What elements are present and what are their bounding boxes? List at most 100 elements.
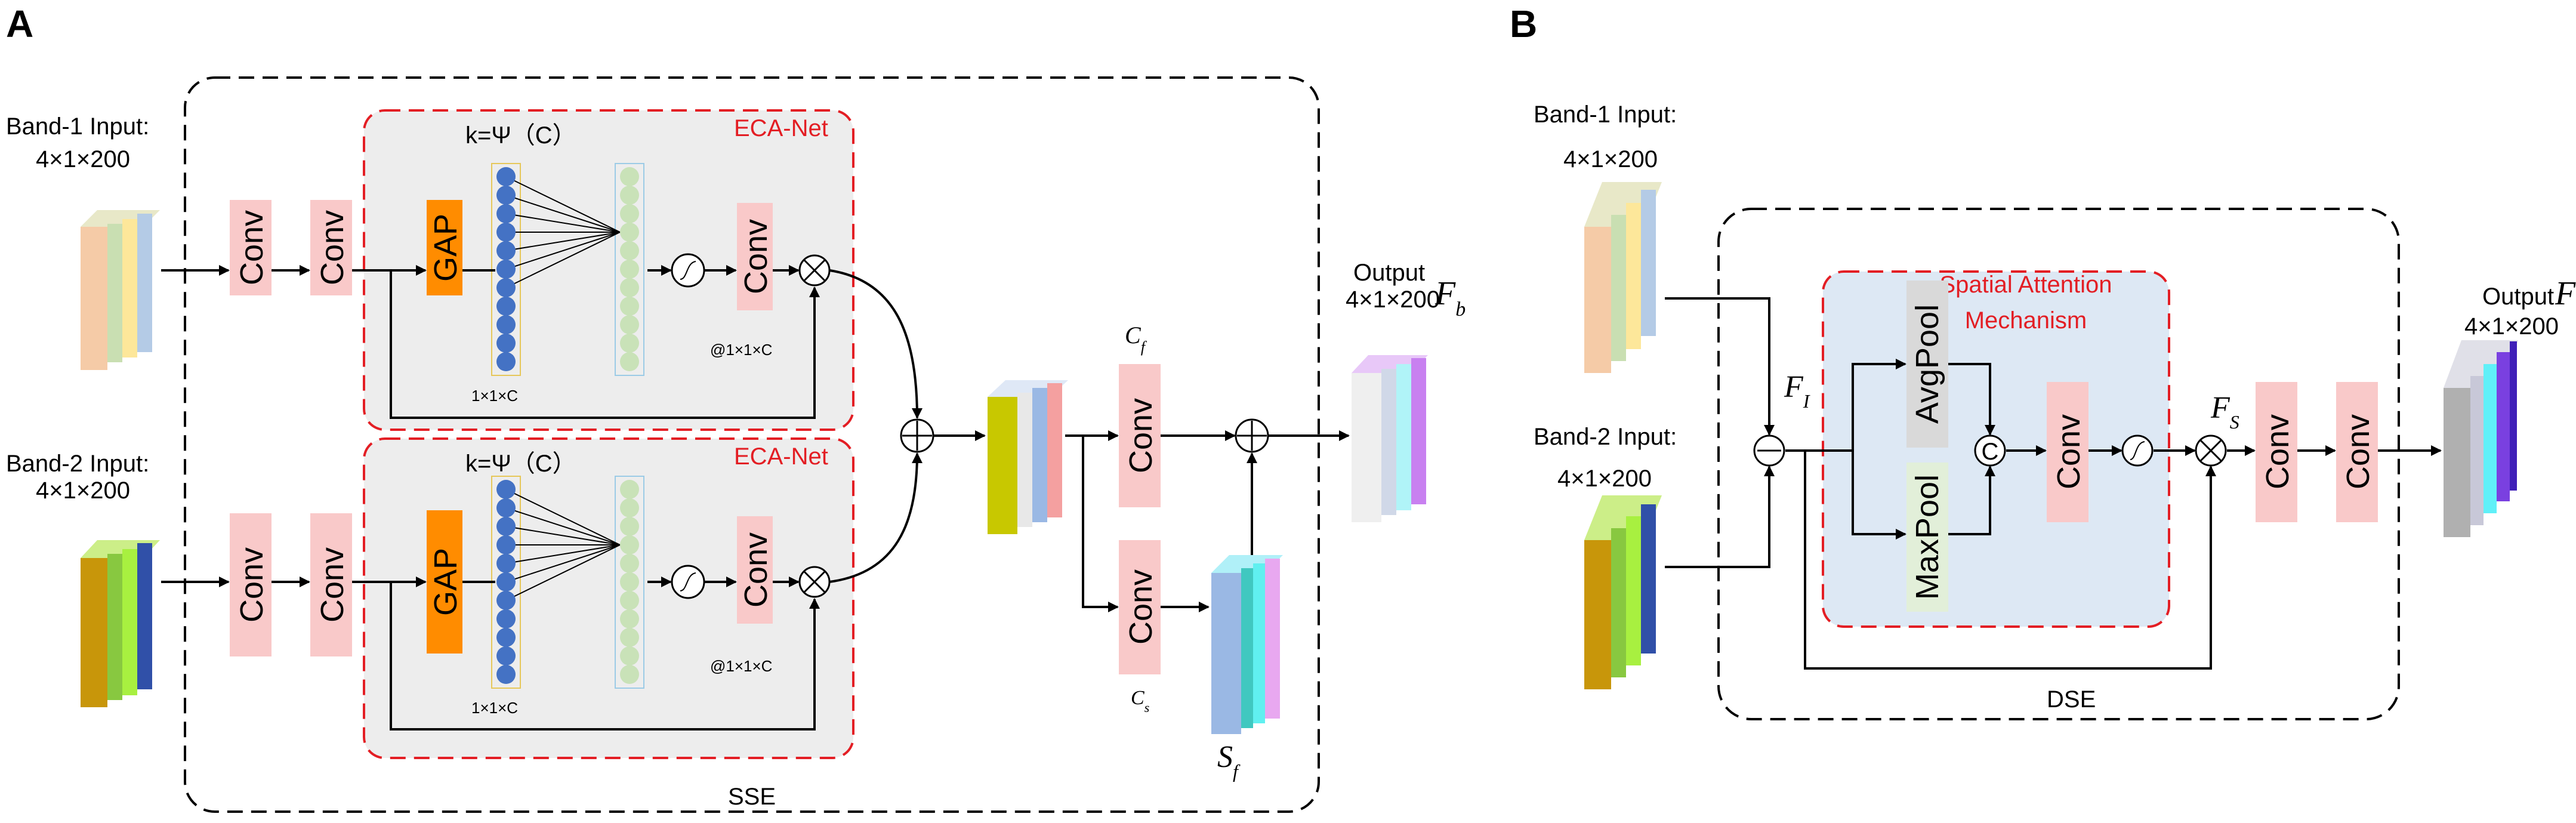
svg-text:Conv: Conv [1123,398,1159,473]
eca-nodes-bottom [491,476,644,689]
weight-node [620,334,639,353]
feature-node [496,646,516,665]
b-band2-input-dims: 4×1×200 [1557,466,1652,492]
maxpool-block: MaxPool [1906,463,1948,612]
svg-text:Conv: Conv [2340,414,2376,489]
feature-node [496,315,516,334]
kernel-formula-bottom: k=Ψ（C） [465,451,576,477]
feature-node [496,498,516,517]
output-stack-b [2444,340,2518,537]
weight-node [620,665,639,684]
feature-node [496,554,516,573]
subtract-icon [1753,434,1785,467]
output-label-a: Output [1353,260,1425,286]
panel-a-letter: A [6,2,33,45]
dim-1x1xc-top: 1×1×C [471,387,518,405]
node-connection [505,213,621,233]
merged-feature-stack [988,380,1068,534]
b-band2-input-label: Band-2 Input: [1534,424,1677,450]
conv-a1-top: Conv [230,200,272,295]
node-connection [505,489,621,545]
weight-node [620,554,639,573]
band1-input-label: Band-1 Input: [6,113,149,140]
sse-label: SSE [728,784,776,810]
b-band1-input-stack [1584,182,1662,373]
svg-text:Conv: Conv [738,219,774,294]
feature-node [496,480,516,499]
weight-node [620,278,639,297]
feature-node [496,204,516,223]
weight-node [620,315,639,334]
dse-boundary [1717,208,2400,720]
feature-node [496,186,516,205]
b-band1-input-label: Band-1 Input: [1534,101,1677,128]
node-connection [505,232,621,251]
svg-text:Conv: Conv [314,210,350,285]
weight-node [620,480,639,499]
band2-input-label: Band-2 Input: [6,451,149,477]
weight-node [620,628,639,647]
sam-conv: Conv [2047,382,2088,522]
weight-node [620,223,639,242]
svg-text:Conv: Conv [2051,414,2087,489]
feature-node [496,609,516,628]
weight-node [620,241,639,260]
eca-net-bottom [363,437,854,759]
weight-node [620,591,639,610]
sam-label-1: Spatial Attention [1939,272,2112,298]
node-connection [505,232,621,288]
feature-node [496,241,516,260]
feature-node [496,297,516,316]
weight-node [620,352,639,371]
eca-conv-bottom: Conv [737,516,774,624]
svg-text:GAP: GAP [428,548,464,616]
band2-input-dims: 4×1×200 [36,477,130,504]
svg-text:Conv: Conv [1123,569,1159,645]
node-connection [505,526,621,545]
node-column-frame [615,476,644,689]
cs-label: Cs [1131,687,1149,715]
svg-text:Conv: Conv [2260,414,2296,489]
fs-label: FS [2210,391,2239,433]
weight-node [620,535,639,554]
feature-node [496,572,516,591]
weight-node [620,517,639,536]
weight-node [620,260,639,279]
panel-a: A Band-1 Input: 4×1×200 Band-2 Input: 4×… [6,2,1466,813]
fb-label: Fb [1434,275,1466,320]
weight-node [620,572,639,591]
svg-text:Conv: Conv [314,547,350,622]
multiply-icon-top [798,254,831,286]
svg-text:Conv: Conv [234,547,270,622]
svg-text:MaxPool: MaxPool [1909,474,1945,600]
sam-label-2: Mechanism [1965,307,2087,334]
node-connection [505,544,621,582]
multiply-icon-b [2195,434,2227,467]
feature-node [496,665,516,684]
sf-label: Sf [1217,740,1241,782]
svg-text:C: C [1982,439,1999,465]
output-label-b: Output [2482,283,2554,310]
sf-feature-stack [1211,555,1283,734]
band2-input-stack [81,540,160,707]
dim-at-1x1xc-top: @1×1×C [710,341,772,359]
feature-node [496,260,516,279]
panel-b: B Band-1 Input: 4×1×200 Band-2 Input: 4×… [1510,2,2576,720]
weight-node [620,167,639,186]
sigmoid-icon-top [671,253,705,288]
weight-node [620,297,639,316]
sum-icon-a [900,418,934,453]
node-connection [505,507,621,545]
b-band1-input-dims: 4×1×200 [1563,146,1658,172]
avgpool-block: AvgPool [1906,281,1948,448]
weight-node [620,646,639,665]
feature-node [496,535,516,554]
multiply-icon-bottom [798,566,831,598]
feature-node [496,517,516,536]
dim-at-1x1xc-bottom: @1×1×C [710,657,772,675]
concat-node: C [1974,434,2006,467]
node-connection [505,195,621,233]
conv-cf: Conv [1119,364,1161,507]
feature-node [496,167,516,186]
output-stack-a [1352,355,1428,522]
